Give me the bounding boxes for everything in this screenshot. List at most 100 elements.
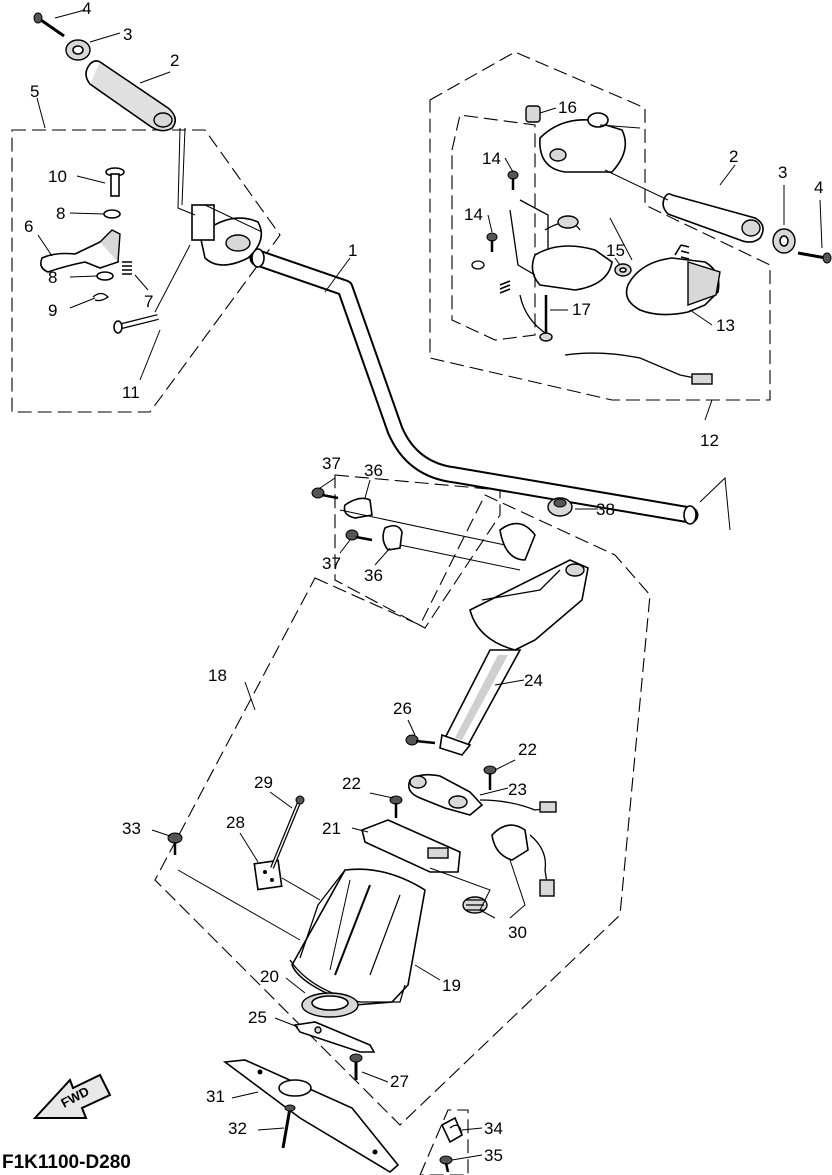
callout-1: 1 bbox=[348, 241, 357, 260]
column-housing-19 bbox=[289, 868, 426, 1006]
bolt-26 bbox=[405, 734, 436, 746]
callout-16: 16 bbox=[558, 98, 577, 117]
callout-23: 23 bbox=[508, 780, 527, 799]
left-grip-screw bbox=[33, 12, 65, 38]
callout-8-lower: 8 bbox=[48, 268, 57, 287]
left-grip bbox=[85, 60, 176, 132]
callout-10: 10 bbox=[48, 167, 67, 186]
switch-cover-13 bbox=[625, 244, 721, 316]
callout-15: 15 bbox=[606, 241, 625, 260]
callout-4-right: 4 bbox=[814, 178, 823, 197]
lever-holder bbox=[191, 204, 263, 266]
clip-34 bbox=[440, 1116, 464, 1144]
callout-38: 38 bbox=[596, 500, 615, 519]
callout-35: 35 bbox=[484, 1146, 503, 1165]
group-outline-switch-assembly bbox=[429, 51, 771, 401]
ring-20 bbox=[301, 992, 359, 1018]
callout-36-lower: 36 bbox=[364, 566, 383, 585]
switch-15 bbox=[614, 263, 632, 277]
sensor-30 bbox=[462, 824, 555, 914]
bolt-27 bbox=[349, 1053, 363, 1080]
callout-27: 27 bbox=[390, 1072, 409, 1091]
callout-31: 31 bbox=[206, 1087, 225, 1106]
callout-7: 7 bbox=[144, 292, 153, 311]
bolt-22b bbox=[389, 795, 403, 818]
lever-spring bbox=[122, 261, 132, 275]
grommet-38 bbox=[547, 497, 573, 517]
callout-34: 34 bbox=[484, 1119, 503, 1138]
callout-33: 33 bbox=[122, 819, 141, 838]
callout-19: 19 bbox=[442, 976, 461, 995]
callout-3: 3 bbox=[123, 25, 132, 44]
callout-5: 5 bbox=[30, 82, 39, 101]
sensor-assembly-23 bbox=[407, 773, 557, 816]
clamp-lower bbox=[382, 524, 521, 571]
clamp-upper bbox=[339, 497, 506, 546]
forward-direction-arrow: FWD bbox=[32, 1073, 112, 1119]
switch-housing-lower bbox=[509, 199, 613, 291]
plate-21 bbox=[361, 819, 461, 873]
switch-wiring bbox=[519, 294, 713, 385]
group-outline-switch-inner bbox=[451, 114, 536, 341]
group-outline-steering-column bbox=[154, 494, 651, 1126]
gasket-31 bbox=[222, 1059, 400, 1173]
callout-25: 25 bbox=[248, 1008, 267, 1027]
bolt-33 bbox=[167, 832, 183, 855]
callout-36-upper: 36 bbox=[364, 461, 383, 480]
callout-2-right: 2 bbox=[729, 147, 738, 166]
callout-32: 32 bbox=[228, 1119, 247, 1138]
callout-14-lower: 14 bbox=[464, 205, 483, 224]
callout-labels: 4 3 2 5 10 8 6 8 7 9 11 1 16 14 14 15 17… bbox=[24, 0, 823, 1165]
handlebar bbox=[249, 248, 699, 525]
callout-30: 30 bbox=[508, 923, 527, 942]
callout-8-upper: 8 bbox=[56, 204, 65, 223]
callout-24: 24 bbox=[524, 671, 543, 690]
callout-11: 11 bbox=[122, 383, 140, 402]
lever-pivot-bolt bbox=[105, 167, 125, 197]
holder-bolt bbox=[113, 314, 159, 334]
callout-37-lower: 37 bbox=[322, 554, 341, 573]
washer-upper bbox=[103, 209, 121, 219]
callout-26: 26 bbox=[393, 699, 412, 718]
callout-2: 2 bbox=[170, 51, 179, 70]
callout-29: 29 bbox=[254, 773, 273, 792]
group-outline-small-parts bbox=[419, 1109, 469, 1175]
right-grip-end-cap bbox=[772, 228, 796, 254]
screw-17 bbox=[539, 295, 553, 342]
leader-lines bbox=[36, 9, 823, 1161]
callout-17: 17 bbox=[572, 300, 591, 319]
callout-3-right: 3 bbox=[778, 163, 787, 182]
diagram-code: F1K1100-D280 bbox=[2, 1152, 131, 1173]
screw-14b bbox=[486, 232, 498, 252]
bolt-22a bbox=[483, 765, 497, 790]
washer-lower bbox=[96, 271, 114, 281]
callout-9: 9 bbox=[48, 301, 57, 320]
switch-housing-upper bbox=[539, 112, 627, 173]
switch-button-16 bbox=[525, 105, 541, 123]
callout-4: 4 bbox=[82, 0, 91, 18]
screw-14a bbox=[507, 170, 519, 190]
group-outline-clamps bbox=[334, 474, 501, 629]
callout-12: 12 bbox=[700, 431, 719, 450]
callout-22-upper: 22 bbox=[518, 740, 537, 759]
callout-22-lower: 22 bbox=[342, 774, 361, 793]
spring-switch bbox=[471, 260, 511, 294]
steering-column bbox=[439, 522, 589, 756]
callout-6: 6 bbox=[24, 217, 33, 236]
callout-18: 18 bbox=[208, 666, 227, 685]
brake-lever bbox=[40, 229, 121, 273]
circlip bbox=[92, 292, 110, 302]
callout-13: 13 bbox=[716, 316, 735, 335]
callout-37-upper: 37 bbox=[322, 454, 341, 473]
bracket-28 bbox=[253, 859, 283, 891]
callout-28: 28 bbox=[226, 813, 245, 832]
group-outline-lever-assembly bbox=[11, 129, 281, 413]
bolt-37a bbox=[311, 487, 339, 500]
callout-14-upper: 14 bbox=[482, 149, 501, 168]
pin-32 bbox=[281, 1104, 296, 1149]
right-grip bbox=[662, 193, 764, 243]
left-grip-end-cap bbox=[65, 39, 91, 61]
screw-35 bbox=[439, 1155, 453, 1173]
right-grip-screw bbox=[797, 251, 832, 264]
